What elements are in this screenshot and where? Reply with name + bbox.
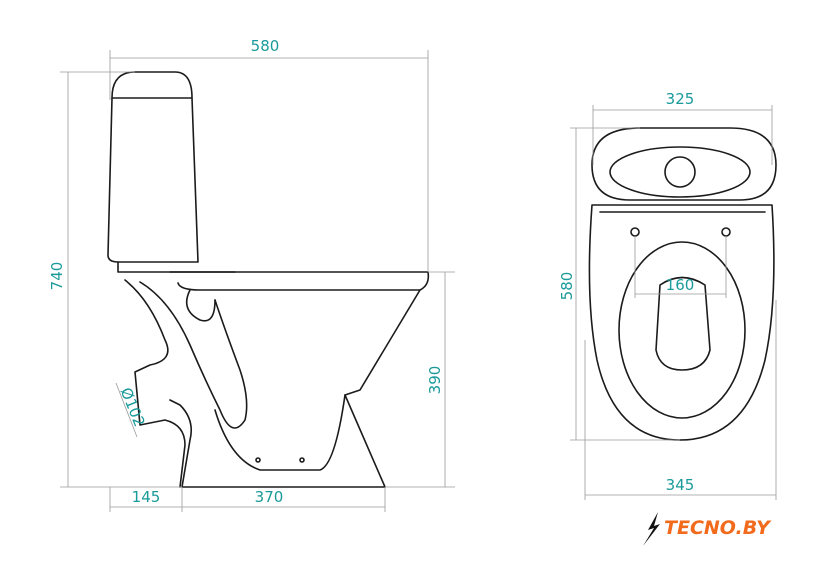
tank-top: [591, 127, 777, 201]
inner-bowl-line: [185, 289, 216, 322]
tank-body: [107, 97, 199, 263]
dim-tank-width-325: 325: [666, 90, 695, 108]
dim-width-580: 580: [251, 37, 280, 55]
dim-bowl-width-345: 345: [666, 476, 695, 494]
side-dimensions: 580 740 390 145 370 Ø102: [48, 37, 455, 512]
dim-outlet-diameter: Ø102: [117, 385, 149, 429]
flush-button: [664, 156, 696, 188]
side-view: [107, 71, 430, 488]
dim-hole-spacing-160: 160: [666, 276, 695, 294]
dim-height-740: 740: [48, 262, 66, 291]
tank-lid: [111, 71, 193, 99]
top-dimensions: 325 580 345 160: [558, 90, 777, 500]
trapway-inner: [139, 281, 248, 429]
lightning-bolt-icon: [643, 512, 660, 546]
trapway: [124, 279, 186, 488]
bowl-outline: [588, 204, 775, 441]
bolt-hole: [255, 457, 261, 463]
tecno-by-logo: TECNO.BY: [643, 512, 772, 546]
dim-bowl-height-390: 390: [426, 366, 444, 395]
seat-hole: [721, 227, 731, 237]
bowl-rim: [117, 261, 430, 291]
water-area: [655, 276, 711, 371]
dim-depth-580: 580: [558, 272, 576, 301]
logo-text: TECNO.BY: [664, 517, 772, 539]
top-view: [588, 127, 777, 441]
dim-outlet-145: 145: [132, 488, 161, 506]
seat-hole: [630, 227, 640, 237]
dim-base-370: 370: [255, 488, 284, 506]
bowl-body: [169, 289, 421, 488]
tank-lid-panel: [609, 146, 751, 198]
base-inner: [214, 394, 346, 471]
bowl-opening: [618, 241, 746, 419]
bolt-hole: [299, 457, 305, 463]
